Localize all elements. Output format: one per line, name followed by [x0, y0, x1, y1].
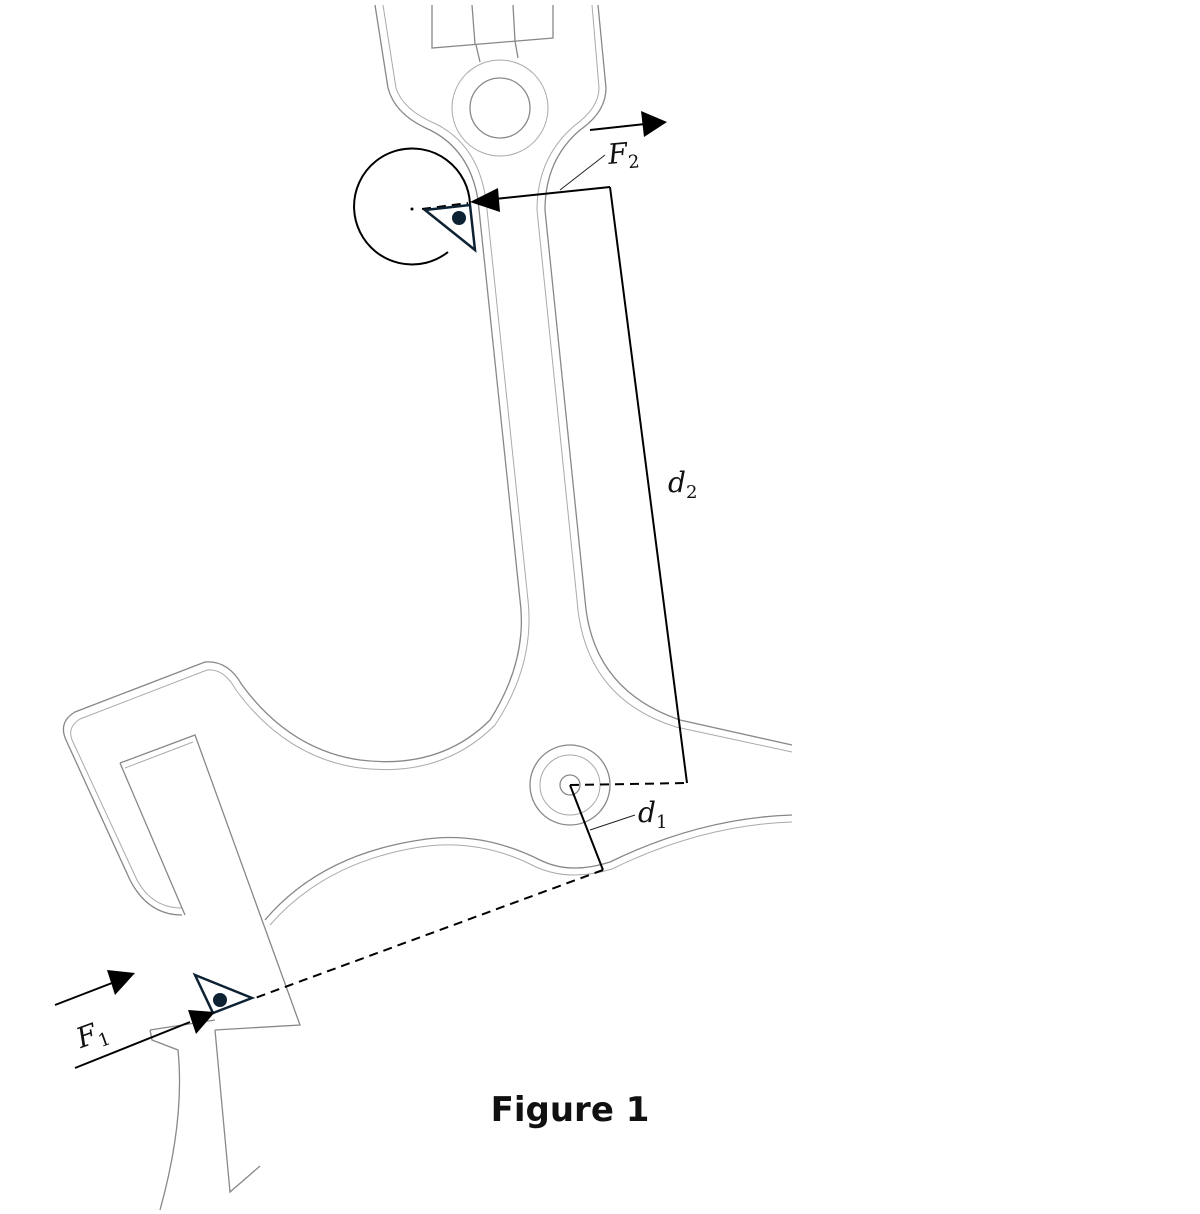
- f2-direction-arrow: [589, 111, 667, 137]
- contact-dot-icon: [213, 993, 227, 1007]
- d2-line: [609, 186, 688, 784]
- d2-dashed-line: [569, 782, 688, 786]
- contact-dot-icon: [452, 211, 466, 225]
- mechanism-outline: [62, 4, 793, 1211]
- contact-marker-top: [421, 203, 477, 253]
- d1-label: d1: [638, 796, 667, 833]
- figure-caption: Figure 1: [490, 1090, 650, 1130]
- f2-label: F2: [605, 135, 640, 175]
- d1-leader-line: [589, 814, 636, 831]
- d2-label: d2: [668, 466, 697, 503]
- d1-line: [569, 784, 604, 871]
- f1-direction-arrow: [54, 970, 135, 1006]
- f2-leader-line: [559, 154, 606, 191]
- f1-force-arrow: [74, 1010, 215, 1069]
- f1-line-of-action: [254, 869, 604, 999]
- f1-label: F1: [71, 1013, 114, 1059]
- roller-circle: [353, 147, 471, 266]
- f2-line-of-action: [421, 202, 469, 210]
- contact-marker-bottom: [192, 972, 256, 1015]
- f2-force-arrow: [470, 186, 611, 212]
